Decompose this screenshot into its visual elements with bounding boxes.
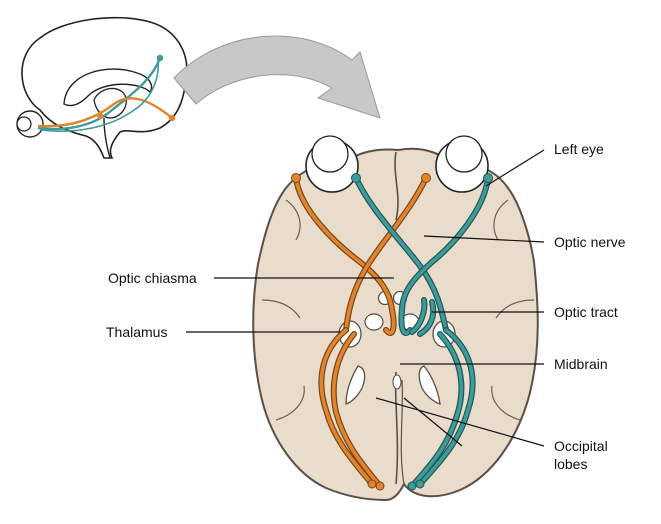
leader-occipital-b: [403, 397, 463, 447]
pathway-endpoints: [291, 173, 493, 491]
label-thalamus: Thalamus: [106, 324, 167, 340]
right-eye: [305, 135, 359, 193]
label-left-eye: Left eye: [554, 141, 604, 157]
label-optic-tract: Optic tract: [554, 304, 618, 320]
label-optic-chiasma: Optic chiasma: [108, 270, 197, 286]
leader-occipital-a: [375, 397, 545, 447]
labels: Left eye Optic nerve Optic chiasma Optic…: [106, 141, 626, 472]
leader-lines: [186, 149, 545, 447]
left-eye: [435, 135, 489, 193]
label-occipital-lobes: lobes: [554, 456, 587, 472]
sagittal-brain-icon: [16, 16, 188, 159]
label-occipital: Occipital: [554, 438, 608, 454]
leader-left-eye: [485, 149, 545, 187]
left-visual-pathway: [353, 175, 491, 489]
label-midbrain: Midbrain: [554, 356, 608, 372]
curved-arrow-icon: [173, 35, 381, 119]
label-optic-nerve: Optic nerve: [554, 234, 626, 250]
right-visual-pathway: [293, 175, 429, 489]
leader-optic-nerve: [423, 235, 545, 243]
